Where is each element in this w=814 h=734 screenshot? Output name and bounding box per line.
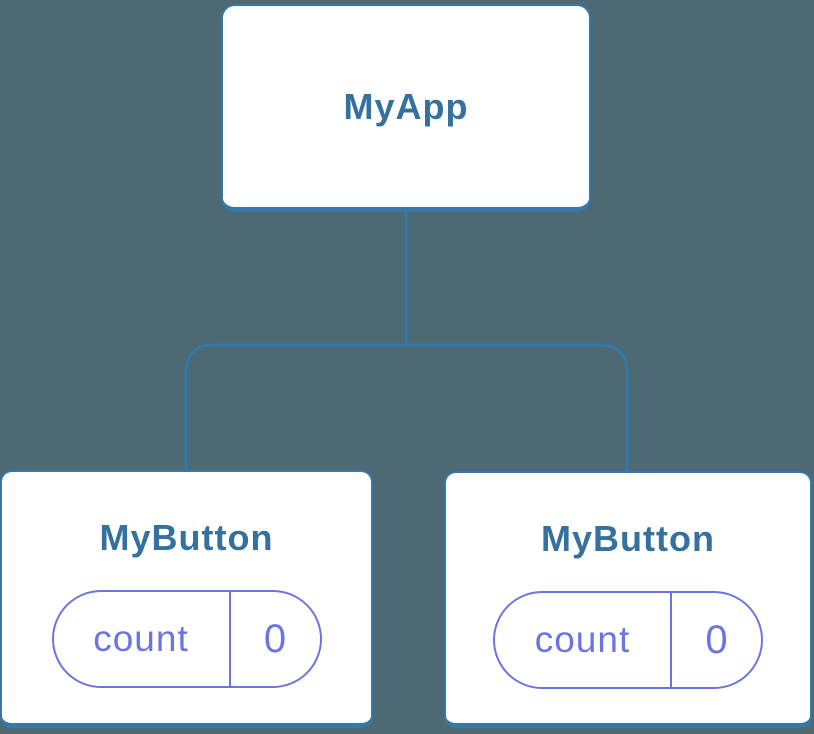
node-myapp: MyApp [221,4,591,212]
node-mybutton-right: MyButton count 0 [444,471,812,728]
state-value: 0 [670,593,761,687]
state-pill: count 0 [51,590,322,688]
node-myapp-label: MyApp [343,85,469,127]
state-key: count [534,619,631,660]
node-mybutton-left: MyButton count 0 [0,470,373,728]
node-mybutton-left-label: MyButton [99,517,274,558]
node-mybutton-right-label: MyButton [541,518,715,559]
children-bracket-line [184,343,629,474]
state-pill: count 0 [493,591,763,689]
state-value: 0 [228,592,320,686]
state-key: count [93,618,189,659]
